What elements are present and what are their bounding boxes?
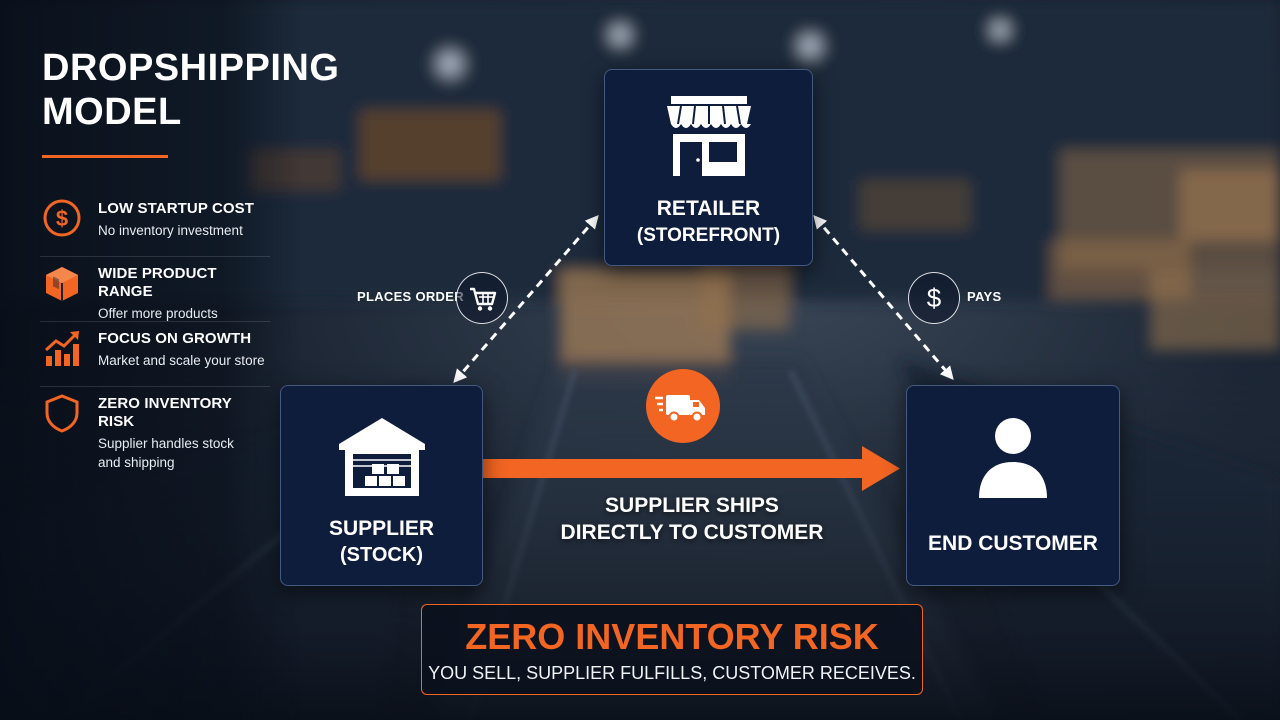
benefits-list: $ LOW STARTUP COST No inventory investme… [40, 192, 270, 470]
dollar-circle-icon: $ [43, 199, 81, 237]
shipping-label-line-1: SUPPLIER SHIPS [605, 494, 779, 517]
benefit-description: Supplier handles stock and shipping [98, 434, 270, 472]
retailer-node: RETAILER (STOREFRONT) [604, 69, 813, 266]
benefit-heading: ZERO INVENTORY RISK [98, 395, 232, 430]
end-customer-label: END CUSTOMER [928, 532, 1098, 555]
benefit-wide-product-range: WIDE PRODUCT RANGE Offer more products [40, 257, 270, 322]
shopping-cart-icon [470, 287, 497, 311]
person-icon [979, 418, 1047, 498]
retailer-customer-connector [813, 214, 954, 381]
benefit-description-line: and shipping [98, 455, 175, 470]
title-line-2: MODEL [42, 91, 182, 133]
benefit-heading: LOW STARTUP COST [98, 200, 255, 217]
shipping-label: SUPPLIER SHIPS DIRECTLY TO CUSTOMER [530, 492, 854, 546]
supplier-node: SUPPLIER (STOCK) [280, 385, 483, 586]
warehouse-icon [339, 418, 425, 496]
svg-text:$: $ [927, 283, 942, 313]
benefit-description: No inventory investment [98, 223, 243, 238]
places-order-label: PLACES ORDER [357, 289, 464, 304]
benefit-description-line: Supplier handles stock [98, 436, 234, 451]
benefit-zero-inventory-risk: ZERO INVENTORY RISK Supplier handles sto… [40, 387, 270, 470]
banner-title: ZERO INVENTORY RISK [465, 616, 879, 657]
shipping-label-line-2: DIRECTLY TO CUSTOMER [560, 521, 824, 544]
benefit-heading: WIDE PRODUCT RANGE [98, 265, 217, 300]
shield-icon [45, 394, 79, 433]
benefit-focus-on-growth: FOCUS ON GROWTH Market and scale your st… [40, 322, 270, 387]
storefront-icon [667, 96, 751, 176]
benefit-description: Offer more products [98, 306, 218, 321]
end-customer-node: END CUSTOMER [906, 385, 1120, 586]
benefit-description: Market and scale your store [98, 353, 265, 368]
title-line-1: DROPSHIPPING [42, 47, 340, 89]
banner-subtitle: YOU SELL, SUPPLIER FULFILLS, CUSTOMER RE… [428, 663, 916, 683]
retailer-label: RETAILER [656, 197, 761, 220]
places-order-badge [456, 272, 508, 324]
growth-chart-icon [44, 331, 79, 366]
box-icon [46, 267, 78, 301]
benefit-low-startup-cost: $ LOW STARTUP COST No inventory investme… [40, 192, 270, 257]
dollar-icon: $ [927, 283, 942, 313]
supplier-label: SUPPLIER [328, 517, 435, 540]
svg-text:$: $ [56, 206, 68, 231]
benefit-heading: FOCUS ON GROWTH [98, 330, 252, 347]
shipping-arrow-shaft [483, 459, 868, 478]
retailer-sublabel: (STOREFRONT) [636, 225, 781, 246]
page-title: DROPSHIPPING MODEL [42, 46, 362, 134]
supplier-sublabel: (STOCK) [340, 544, 423, 566]
pays-badge: $ [908, 272, 960, 324]
title-underline [42, 155, 168, 158]
delivery-truck-icon [646, 369, 720, 443]
pays-label: PAYS [967, 289, 1002, 304]
summary-banner: ZERO INVENTORY RISK YOU SELL, SUPPLIER F… [421, 604, 923, 695]
shipping-arrow-head [862, 446, 900, 491]
